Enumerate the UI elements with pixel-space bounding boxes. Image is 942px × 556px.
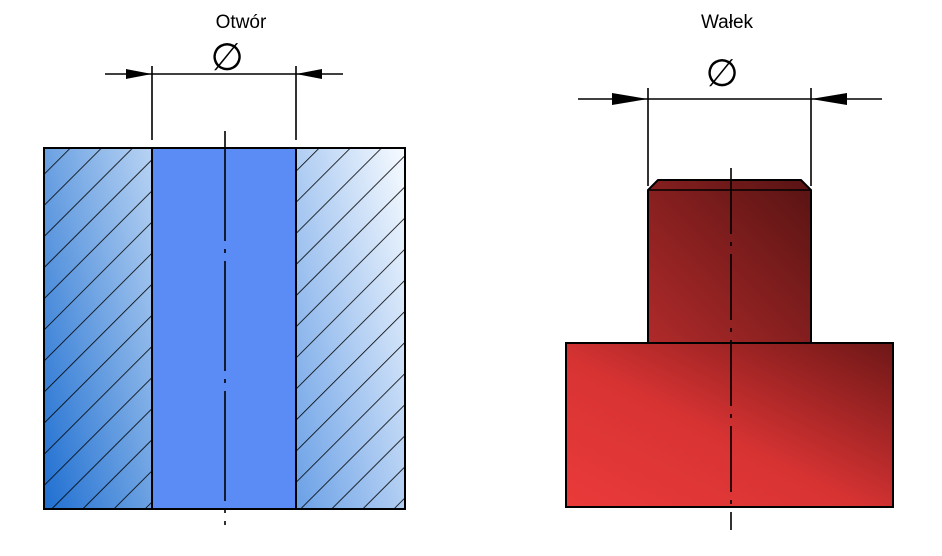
- shaft-journal: [647, 179, 812, 344]
- shaft-diameter-symbol: ∅: [705, 51, 738, 95]
- shaft-arrow-right: [811, 93, 847, 105]
- shaft-arrow-left: [612, 93, 648, 105]
- shaft-view: Wałek ∅: [565, 12, 894, 530]
- shaft-base: [565, 342, 894, 508]
- hole-view: Otwór ∅: [43, 12, 406, 525]
- hole-diameter-symbol: ∅: [210, 35, 243, 79]
- hole-wall-right: [296, 148, 405, 509]
- hole-arrow-right: [296, 69, 322, 79]
- shaft-title: Wałek: [701, 12, 754, 33]
- hole-arrow-left: [126, 69, 152, 79]
- hole-wall-left: [44, 148, 152, 509]
- hole-bore: [152, 148, 296, 509]
- hole-title: Otwór: [216, 12, 267, 33]
